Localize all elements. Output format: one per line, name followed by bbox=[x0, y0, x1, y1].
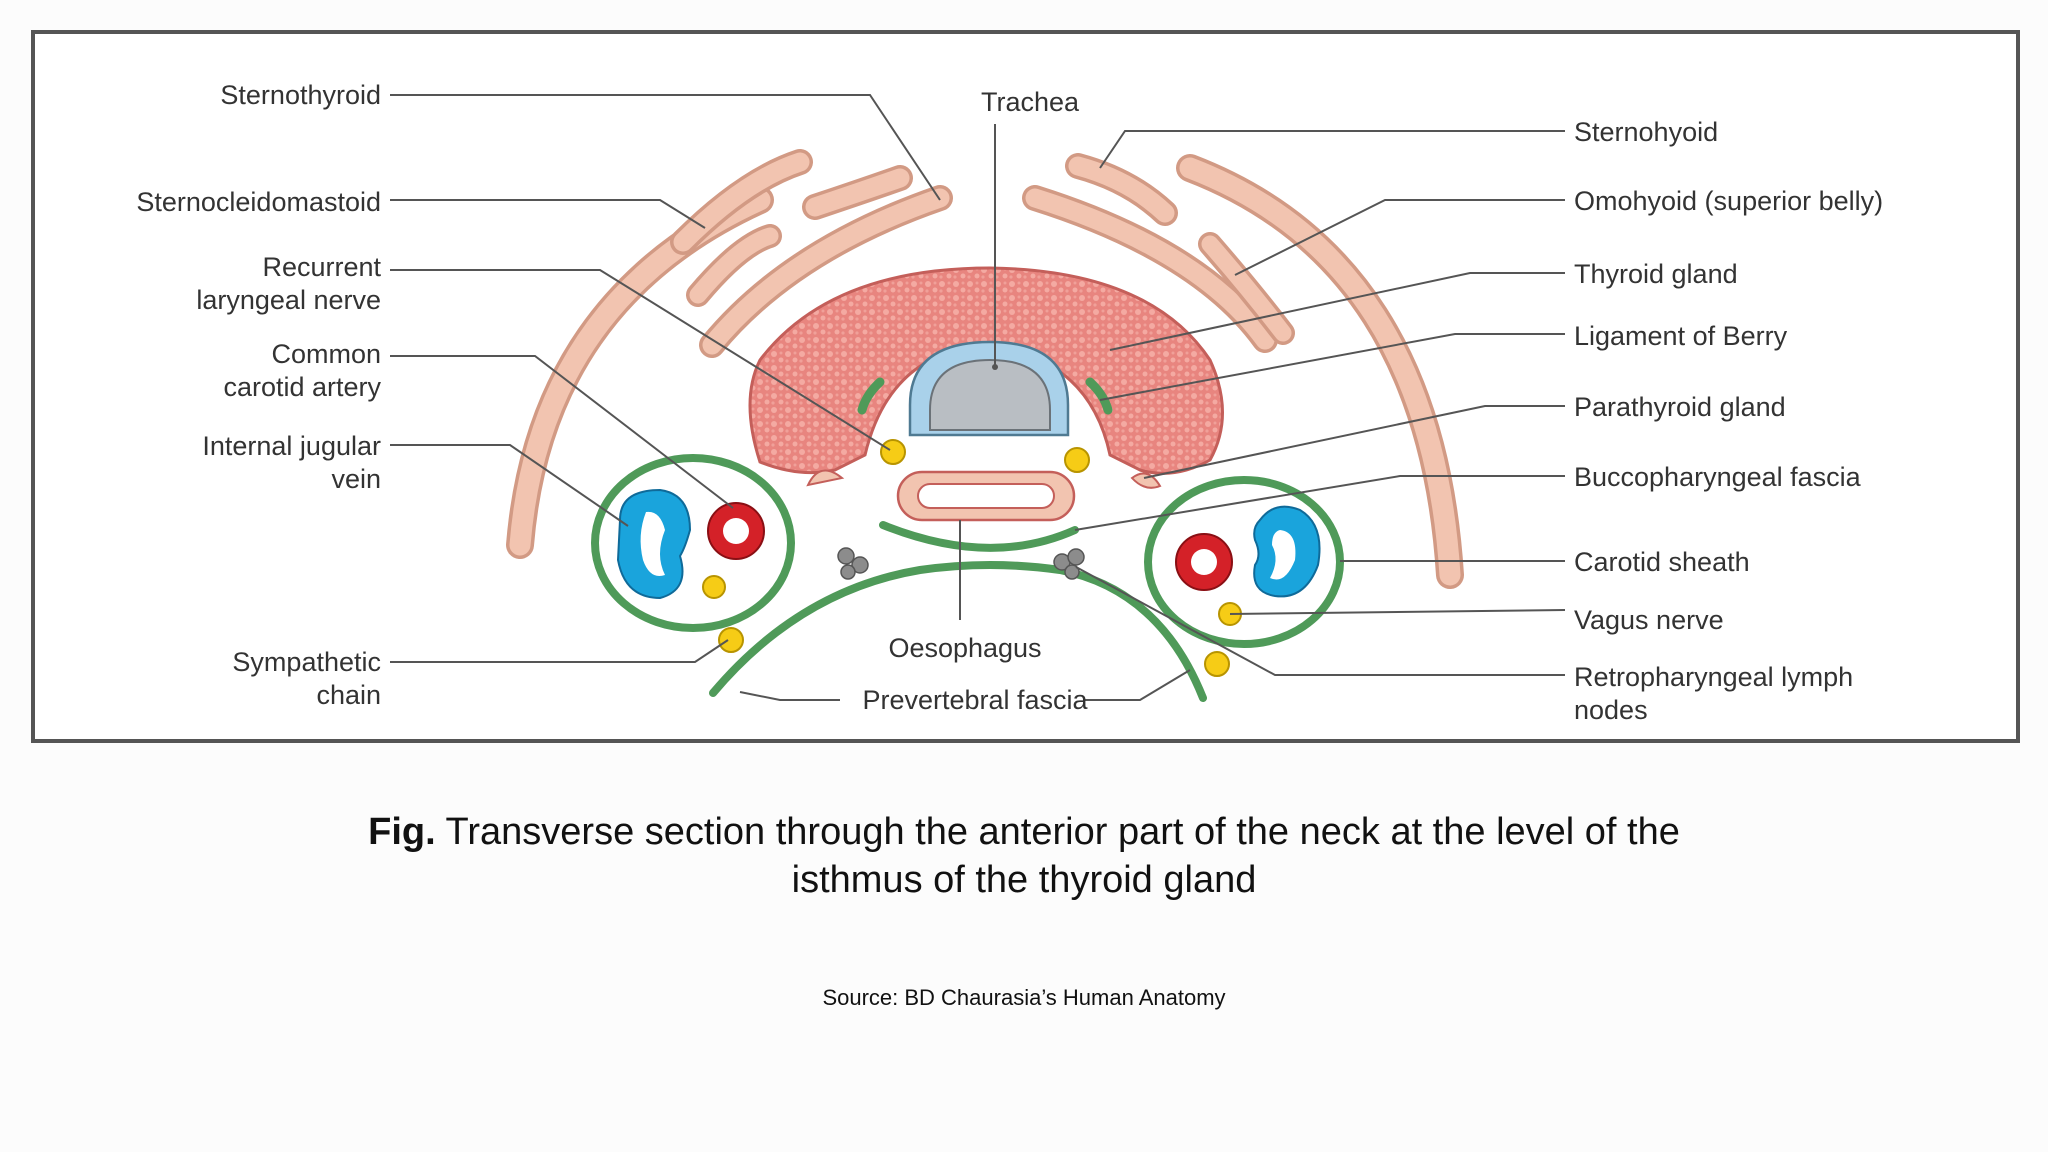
label-sympathetic-chain-2: chain bbox=[316, 680, 381, 710]
parathyroid-gland-left bbox=[806, 469, 845, 487]
sympathetic-chain-right bbox=[1204, 651, 1230, 677]
label-oesophagus: Oesophagus bbox=[888, 633, 1042, 663]
label-common-carotid-artery-2: carotid artery bbox=[223, 372, 381, 402]
source-credit: Source: BD Chaurasia’s Human Anatomy bbox=[822, 985, 1226, 1010]
label-sternocleidomastoid: Sternocleidomastoid bbox=[136, 187, 381, 217]
sympathetic-chain-left bbox=[718, 627, 744, 653]
label-buccopharyngeal-fascia: Buccopharyngeal fascia bbox=[1574, 462, 1861, 492]
retropharyngeal-lymph-nodes-right bbox=[1053, 548, 1085, 580]
label-retropharyngeal-lymph-nodes-1: Retropharyngeal lymph bbox=[1574, 662, 1854, 692]
figure-frame: Sternothyroid Sternocleidomastoid Recurr… bbox=[31, 30, 2020, 743]
label-internal-jugular-vein-2: vein bbox=[331, 464, 381, 494]
vagus-nerve-left bbox=[702, 575, 726, 599]
label-ligament-of-berry: Ligament of Berry bbox=[1574, 321, 1788, 351]
label-omohyoid: Omohyoid (superior belly) bbox=[1574, 186, 1884, 216]
trachea-lumen bbox=[929, 358, 1051, 431]
label-recurrent-laryngeal-nerve-2: laryngeal nerve bbox=[196, 285, 381, 315]
label-recurrent-laryngeal-nerve-1: Recurrent bbox=[262, 252, 381, 282]
leader-lines bbox=[390, 94, 1566, 701]
caption-line-2: isthmus of the thyroid gland bbox=[791, 859, 1257, 901]
label-sternohyoid: Sternohyoid bbox=[1574, 117, 1719, 147]
label-trachea: Trachea bbox=[980, 87, 1080, 117]
figure-caption: Fig. Transverse section through the ante… bbox=[224, 808, 1824, 904]
label-retropharyngeal-lymph-nodes-2: nodes bbox=[1574, 695, 1648, 725]
ligament-of-berry-right bbox=[1085, 377, 1113, 415]
label-internal-jugular-vein-1: Internal jugular bbox=[202, 431, 381, 461]
label-thyroid-gland: Thyroid gland bbox=[1574, 259, 1738, 289]
recurrent-laryngeal-nerve-left bbox=[880, 439, 906, 465]
label-sternothyroid: Sternothyroid bbox=[220, 80, 381, 110]
thyroid-gland-shape bbox=[748, 266, 1224, 475]
label-carotid-sheath: Carotid sheath bbox=[1574, 547, 1750, 577]
parathyroid-gland-right bbox=[1130, 472, 1162, 489]
label-common-carotid-artery-1: Common bbox=[271, 339, 381, 369]
label-vagus-nerve: Vagus nerve bbox=[1574, 605, 1724, 635]
recurrent-laryngeal-nerve-right bbox=[1064, 447, 1090, 473]
anatomy-diagram bbox=[390, 94, 1566, 702]
prevertebral-fascia bbox=[709, 561, 1207, 702]
ligament-of-berry-left bbox=[857, 377, 885, 415]
label-parathyroid-gland: Parathyroid gland bbox=[1574, 392, 1786, 422]
caption-line-1: Transverse section through the anterior … bbox=[435, 811, 1680, 853]
retropharyngeal-lymph-nodes-left bbox=[837, 547, 869, 580]
label-sympathetic-chain-1: Sympathetic bbox=[232, 647, 381, 677]
buccopharyngeal-fascia bbox=[879, 521, 1079, 552]
label-prevertebral-fascia: Prevertebral fascia bbox=[862, 685, 1088, 715]
caption-prefix: Fig. bbox=[368, 811, 436, 853]
